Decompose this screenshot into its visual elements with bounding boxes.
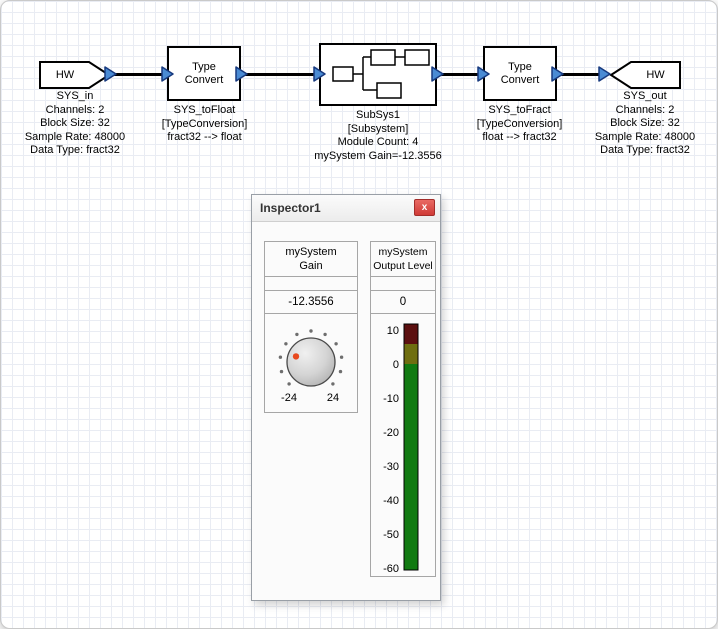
caption-line: Block Size: 32 [40, 117, 110, 129]
meter-bar-outline [403, 323, 419, 571]
caption-line: Module Count: 4 [337, 136, 419, 148]
meter-tick: -50 [383, 529, 399, 541]
type-convert-1-caption: SYS_toFloat [TypeConversion] fract32 -->… [141, 104, 268, 145]
wire-tc1-subsys[interactable] [243, 73, 321, 76]
inspector-titlebar[interactable]: Inspector1 x [252, 195, 440, 222]
type-convert-2-label: Type Convert [501, 61, 540, 87]
caption-line: Block Size: 32 [610, 117, 680, 129]
meter-tick: 10 [387, 325, 399, 337]
hw-output-caption: SYS_out Channels: 2 Block Size: 32 Sampl… [577, 90, 713, 158]
wire-hwin-tc1[interactable] [109, 73, 169, 76]
caption-line: Sample Rate: 48000 [24, 130, 126, 143]
meter-tick: -20 [383, 427, 399, 439]
meter-tick: -40 [383, 495, 399, 507]
subsys-input-pin-icon[interactable] [313, 66, 327, 82]
type-convert-2-block[interactable]: Type Convert [483, 46, 557, 101]
subsys-output-pin-icon[interactable] [431, 66, 445, 82]
meter-tick: -10 [383, 393, 399, 405]
caption-line: SYS_toFract [488, 104, 551, 116]
caption-line: Data Type: fract32 [600, 144, 690, 156]
hw-input-block[interactable]: HW [39, 61, 111, 89]
caption-line: SubSys1 [355, 109, 401, 121]
gain-knob[interactable]: -24 24 [265, 318, 357, 408]
caption-line: float --> fract32 [482, 131, 557, 143]
tc1-input-pin-icon[interactable] [161, 66, 175, 82]
caption-line: [Subsystem] [347, 122, 409, 135]
caption-line: Channels: 2 [615, 103, 675, 116]
label-line: Type [508, 60, 532, 73]
meter-title: mySystem Output Level [371, 242, 435, 277]
caption-line: [TypeConversion] [476, 117, 563, 130]
meter-tick: 0 [393, 359, 399, 371]
caption-line: Data Type: fract32 [30, 144, 120, 156]
caption-line: Sample Rate: 48000 [594, 130, 696, 143]
meter-red-segment [404, 324, 418, 344]
caption-line: [TypeConversion] [161, 117, 248, 130]
label-line: Convert [500, 73, 540, 86]
type-convert-1-block[interactable]: Type Convert [167, 46, 241, 101]
output-level-meter-group: mySystem Output Level 0 10 0 -10 -20 -30… [370, 241, 436, 577]
hw-input-caption: SYS_in Channels: 2 Block Size: 32 Sample… [7, 90, 143, 158]
gain-title-line1: mySystem [285, 246, 337, 258]
tc2-input-pin-icon[interactable] [477, 66, 491, 82]
label-line: Convert [184, 73, 224, 86]
meter-value: 0 [371, 290, 435, 314]
tc1-output-pin-icon[interactable] [235, 66, 249, 82]
meter-yellow-segment [404, 344, 418, 364]
knob-max-label: 24 [327, 392, 339, 404]
inspector-title: Inspector1 [260, 201, 321, 215]
caption-line: mySystem Gain=-12.3556 [314, 149, 442, 162]
meter-tick: -30 [383, 461, 399, 473]
hw-input-shape [39, 61, 111, 89]
hw-output-shape [609, 61, 681, 89]
level-meter: 10 0 -10 -20 -30 -40 -50 -60 [383, 323, 419, 575]
meter-title-line2: Output Level [373, 260, 433, 272]
caption-line: fract32 --> float [167, 131, 242, 143]
inspector-window: Inspector1 x mySystem Gain -12.3556 [251, 194, 441, 601]
hw-input-label: HW [55, 69, 75, 81]
type-convert-1-label: Type Convert [185, 61, 224, 87]
meter-green-segment [404, 364, 418, 570]
type-convert-2-caption: SYS_toFract [TypeConversion] float --> f… [456, 104, 583, 145]
caption-line: Channels: 2 [45, 103, 105, 116]
wire-subsys-tc2[interactable] [439, 73, 485, 76]
hw-input-output-pin-icon[interactable] [104, 66, 118, 82]
close-button[interactable]: x [414, 199, 435, 216]
subsys-caption: SubSys1 [Subsystem] Module Count: 4 mySy… [300, 109, 456, 163]
tc2-output-pin-icon[interactable] [551, 66, 565, 82]
gain-title-line2: Gain [299, 260, 323, 272]
subsystem-icon [332, 49, 430, 99]
knob-face[interactable] [286, 337, 336, 387]
meter-tick: -60 [383, 563, 399, 575]
gain-control-group: mySystem Gain -12.3556 [264, 241, 358, 413]
subsys-block[interactable] [319, 43, 437, 106]
knob-min-label: -24 [281, 392, 297, 404]
gain-value[interactable]: -12.3556 [265, 290, 357, 314]
caption-line: SYS_out [623, 90, 667, 102]
meter-title-line1: mySystem [378, 246, 428, 258]
hw-output-block[interactable]: HW [609, 61, 681, 89]
wire-tc2-hwout[interactable] [559, 73, 607, 76]
hw-output-input-pin-icon[interactable] [598, 66, 612, 82]
caption-line: SYS_in [56, 90, 94, 102]
caption-line: SYS_toFloat [173, 104, 236, 116]
gain-title: mySystem Gain [265, 242, 357, 277]
hw-output-label: HW [646, 69, 665, 81]
knob-indicator-dot [292, 353, 300, 360]
label-line: Type [192, 60, 216, 73]
